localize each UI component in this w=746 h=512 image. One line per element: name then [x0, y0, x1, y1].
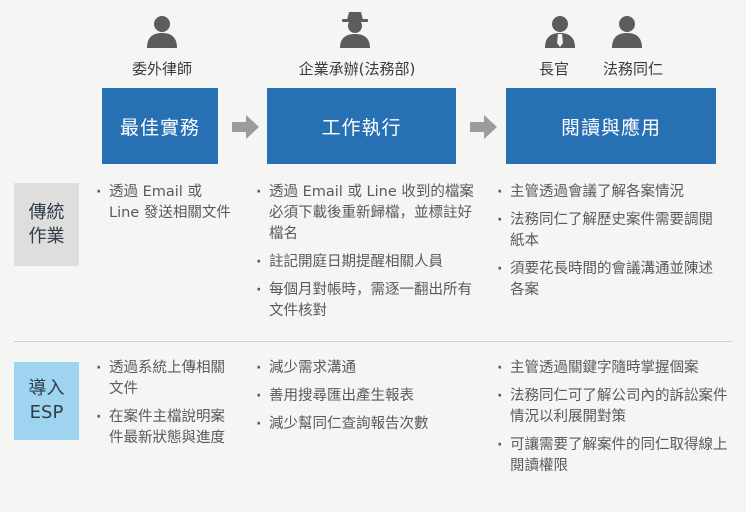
list-item: 主管透過會議了解各案情況 — [497, 182, 723, 203]
list-item: 透過 Email 或 Line 發送相關文件 — [96, 182, 236, 224]
list-item: 減少幫同仁查詢報告次數 — [256, 414, 480, 435]
list-item: 每個月對帳時，需逐一翻出所有文件核對 — [256, 280, 480, 322]
esp-col3-list: 主管透過關鍵字隨時掌握個案 法務同仁可了解公司內的訴訟案件情況以利展開對策 可讓… — [497, 358, 731, 484]
row-label-traditional: 傳統 作業 — [14, 183, 79, 266]
role-supervisor: 長官 — [538, 60, 569, 78]
stage-execution: 工作執行 — [267, 88, 456, 164]
traditional-col1-list: 透過 Email 或 Line 發送相關文件 — [96, 182, 236, 231]
esp-col2-list: 減少需求溝通 善用搜尋匯出產生報表 減少幫同仁查詢報告次數 — [256, 358, 480, 442]
arrow-right-icon — [470, 115, 497, 139]
role-colleague: 法務同仁 — [602, 60, 663, 78]
row-label-esp: 導入 ESP — [14, 362, 79, 440]
stage-read-apply: 閱讀與應用 — [506, 88, 716, 164]
esp-col1-list: 透過系統上傳相關文件 在案件主檔說明案件最新狀態與進度 — [96, 358, 236, 456]
list-item: 透過系統上傳相關文件 — [96, 358, 236, 400]
list-item: 法務同仁了解歷史案件需要調閱紙本 — [497, 210, 723, 252]
person-icon — [147, 16, 177, 48]
role-undertaker: 企業承辦(法務部) — [298, 60, 416, 78]
list-item: 透過 Email 或 Line 收到的檔案必須下載後重新歸檔，並標註好檔名 — [256, 182, 480, 245]
list-item: 善用搜尋匯出產生報表 — [256, 386, 480, 407]
person-hat-icon — [340, 12, 370, 48]
list-item: 可讓需要了解案件的同仁取得線上閱讀權限 — [497, 435, 731, 477]
person-tie-icon — [545, 16, 575, 48]
section-divider — [14, 341, 732, 342]
role-outside-lawyer: 委外律師 — [131, 60, 192, 78]
list-item: 註記開庭日期提醒相關人員 — [256, 252, 480, 273]
traditional-col2-list: 透過 Email 或 Line 收到的檔案必須下載後重新歸檔，並標註好檔名 註記… — [256, 182, 480, 329]
traditional-col3-list: 主管透過會議了解各案情況 法務同仁了解歷史案件需要調閱紙本 須要花長時間的會議溝… — [497, 182, 723, 308]
list-item: 法務同仁可了解公司內的訴訟案件情況以利展開對策 — [497, 386, 731, 428]
list-item: 在案件主檔說明案件最新狀態與進度 — [96, 407, 236, 449]
arrow-right-icon — [232, 115, 259, 139]
person-icon — [612, 16, 642, 48]
list-item: 主管透過關鍵字隨時掌握個案 — [497, 358, 731, 379]
list-item: 減少需求溝通 — [256, 358, 480, 379]
stage-best-practice: 最佳實務 — [102, 88, 218, 164]
list-item: 須要花長時間的會議溝通並陳述各案 — [497, 259, 723, 301]
